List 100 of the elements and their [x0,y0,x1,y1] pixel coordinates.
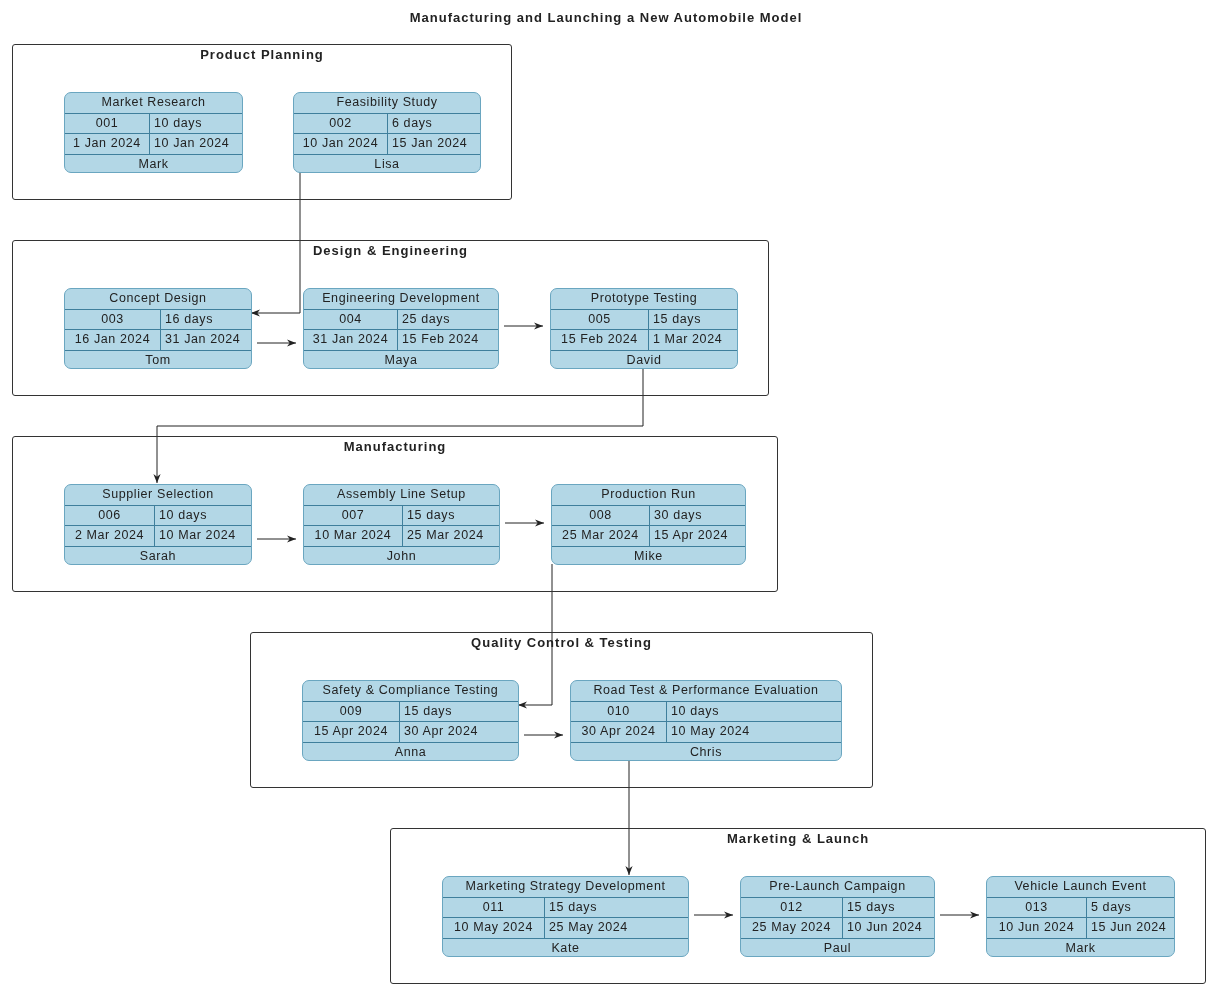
task-id: 002 [294,113,388,133]
start-date: 10 May 2024 [443,917,545,938]
task-id: 001 [65,113,150,133]
swimlane-box [12,240,769,396]
end-date: 15 Apr 2024 [650,525,745,546]
swimlane-title: Marketing & Launch [725,831,871,846]
end-date: 10 Jun 2024 [843,917,934,938]
task-name: Concept Design [108,290,208,307]
swimlane-title: Product Planning [199,47,325,62]
task-owner: Mark [65,154,242,172]
task-card [550,288,738,369]
start-date: 15 Feb 2024 [551,329,649,350]
task-name: Engineering Development [321,290,481,307]
task-duration: 10 days [667,701,841,721]
task-owner: Maya [304,350,498,368]
task-duration: 15 days [400,701,518,721]
arrow [939,911,980,919]
task-card [740,876,935,957]
task-owner: Lisa [294,154,480,172]
task-name: Assembly Line Setup [336,486,467,503]
task-card [442,876,689,957]
start-date: 10 Jun 2024 [987,917,1087,938]
task-owner: Chris [571,742,841,760]
end-date: 10 Mar 2024 [155,525,251,546]
task-card [302,680,519,761]
task-card [570,680,842,761]
task-id: 013 [987,897,1087,917]
arrow [153,367,644,484]
task-duration: 16 days [161,309,251,329]
task-duration: 15 days [403,505,499,525]
start-date: 30 Apr 2024 [571,721,667,742]
task-card [551,484,746,565]
task-name: Road Test & Performance Evaluation [592,682,820,699]
swimlane-title: Quality Control & Testing [470,635,653,650]
task-duration: 15 days [843,897,934,917]
task-owner: Tom [65,350,251,368]
task-card [303,484,500,565]
end-date: 30 Apr 2024 [400,721,518,742]
task-duration: 15 days [545,897,688,917]
task-owner: David [551,350,737,368]
arrow [256,535,297,543]
end-date: 15 Feb 2024 [398,329,498,350]
task-duration: 30 days [650,505,745,525]
task-card [293,92,481,173]
end-date: 25 Mar 2024 [403,525,499,546]
start-date: 25 Mar 2024 [552,525,650,546]
task-name: Supplier Selection [101,486,215,503]
task-duration: 15 days [649,309,737,329]
task-duration: 10 days [150,113,242,133]
task-name: Vehicle Launch Event [1013,878,1148,895]
task-id: 005 [551,309,649,329]
task-owner: Anna [303,742,518,760]
swimlane-title: Design & Engineering [311,243,470,258]
task-owner: Kate [443,938,688,956]
task-owner: Mark [987,938,1174,956]
start-date: 31 Jan 2024 [304,329,398,350]
swimlane-title: Manufacturing [342,439,448,454]
task-id: 003 [65,309,161,329]
arrow [256,339,297,347]
task-name: Prototype Testing [589,290,699,307]
arrow [250,171,301,317]
end-date: 15 Jan 2024 [388,133,480,154]
swimlane-box [12,436,778,592]
task-owner: Paul [741,938,934,956]
task-duration: 6 days [388,113,480,133]
arrow [504,519,545,527]
task-card [64,288,252,369]
start-date: 15 Apr 2024 [303,721,400,742]
task-id: 009 [303,701,400,721]
start-date: 1 Jan 2024 [65,133,150,154]
task-card [64,484,252,565]
task-id: 011 [443,897,545,917]
task-name: Production Run [600,486,697,503]
swimlane-box [250,632,873,788]
arrow [693,911,734,919]
task-duration: 25 days [398,309,498,329]
end-date: 10 May 2024 [667,721,841,742]
end-date: 25 May 2024 [545,917,688,938]
task-name: Pre-Launch Campaign [768,878,907,895]
task-card [986,876,1175,957]
start-date: 10 Jan 2024 [294,133,388,154]
task-card [303,288,499,369]
task-id: 007 [304,505,403,525]
task-id: 004 [304,309,398,329]
start-date: 2 Mar 2024 [65,525,155,546]
start-date: 10 Mar 2024 [304,525,403,546]
arrow [503,322,544,330]
arrow [523,731,564,739]
task-name: Safety & Compliance Testing [321,682,500,699]
task-name: Market Research [100,94,207,111]
end-date: 10 Jan 2024 [150,133,242,154]
task-name: Feasibility Study [335,94,439,111]
task-card [64,92,243,173]
task-owner: Mike [552,546,745,564]
swimlane-box [12,44,512,200]
arrow [517,563,553,709]
task-owner: Sarah [65,546,251,564]
task-id: 010 [571,701,667,721]
task-duration: 5 days [1087,897,1174,917]
task-id: 006 [65,505,155,525]
